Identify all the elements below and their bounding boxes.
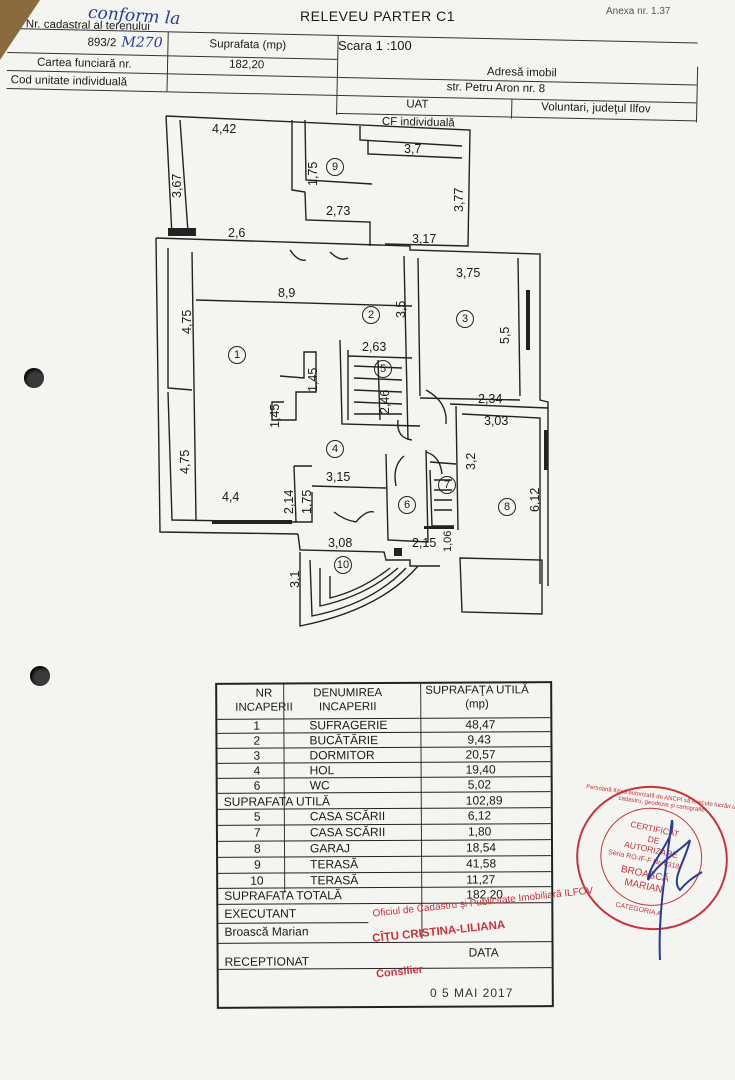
rooms-table: NR INCAPERII DENUMIREA INCAPERII SUPRAFA… <box>215 681 554 1009</box>
room-number: 6 <box>398 496 416 514</box>
dim-label: 2,46 <box>378 389 392 414</box>
room-number: 10 <box>334 556 352 574</box>
dim-label: 3,15 <box>326 470 351 484</box>
dim-label: 1,45 <box>306 367 320 392</box>
dim-label: 2,73 <box>326 204 351 218</box>
col-name-header: DENUMIREA INCAPERII <box>313 687 383 714</box>
dim-label: 2,6 <box>228 226 246 240</box>
dim-label: 3,08 <box>328 536 353 550</box>
dim-label: 3,77 <box>452 187 466 212</box>
signature-icon <box>647 819 703 961</box>
dim-label: 3,17 <box>412 232 437 246</box>
dim-label: 2,14 <box>282 489 296 514</box>
dim-label: 3,2 <box>464 452 478 470</box>
dim-label: 6,12 <box>528 487 542 512</box>
dim-label: 2,34 <box>478 392 503 406</box>
annex-label: Anexa nr. 1.37 <box>606 6 671 17</box>
dim-label: 5,5 <box>498 326 512 344</box>
document-title: RELEVEU PARTER C1 <box>300 8 456 24</box>
room-number: 3 <box>456 310 474 328</box>
dim-label: 4,42 <box>212 122 237 136</box>
dim-label: 1,06 <box>442 530 454 552</box>
room-number: 2 <box>362 306 380 324</box>
room-number: 5 <box>374 360 392 378</box>
dim-label: 3,67 <box>170 173 184 198</box>
dim-label: 3,03 <box>484 414 509 428</box>
dim-label: 3,1 <box>288 570 302 588</box>
dim-label: 1,75 <box>306 161 320 186</box>
punch-hole <box>24 368 44 388</box>
room-number: 9 <box>326 158 344 176</box>
col-area-header: SUPRAFAŢA UTILĂ (mp) <box>425 684 529 711</box>
dim-label: 1,75 <box>300 489 314 514</box>
room-number: 1 <box>228 346 246 364</box>
room-number: 8 <box>498 498 516 516</box>
room-number: 7 <box>438 476 456 494</box>
dim-label: 2,63 <box>362 340 387 354</box>
dim-label: 4,4 <box>222 490 240 504</box>
dim-label: 3,5 <box>394 300 408 318</box>
col-nr-header: NR INCAPERII <box>235 687 293 714</box>
dim-label: 1,45 <box>268 403 282 428</box>
scale-label: Scara 1 :100 <box>338 38 412 53</box>
dim-label: 4,75 <box>180 309 194 334</box>
dim-label: 8,9 <box>278 286 296 300</box>
dim-label: 3,7 <box>404 142 422 156</box>
dim-label: 3,75 <box>456 266 481 280</box>
punch-hole <box>30 666 50 686</box>
room-number: 4 <box>326 440 344 458</box>
dim-label: 2,15 <box>412 536 437 550</box>
date-stamp: 0 5 MAI 2017 <box>430 986 514 1000</box>
dim-label: 4,75 <box>178 449 192 474</box>
